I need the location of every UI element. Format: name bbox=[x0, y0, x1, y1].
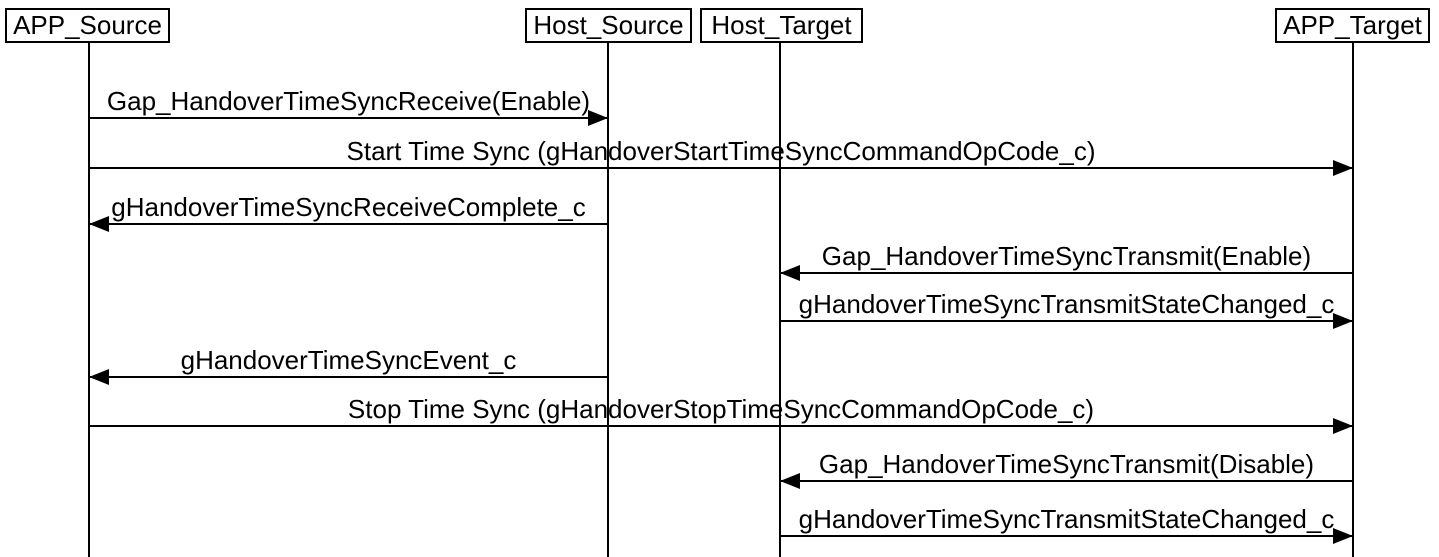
arrowhead-icon bbox=[1333, 418, 1353, 434]
arrowhead-icon bbox=[89, 369, 109, 385]
arrowhead-icon bbox=[780, 265, 800, 281]
message-6-label: gHandoverTimeSyncEvent_c bbox=[180, 345, 517, 375]
arrowhead-icon bbox=[588, 110, 608, 126]
arrowhead-icon bbox=[1333, 160, 1353, 176]
actor-box-host-target: Host_Target bbox=[700, 8, 863, 43]
lifeline-app-source bbox=[88, 43, 90, 557]
message-1-line bbox=[89, 117, 608, 119]
message-3-line bbox=[89, 223, 608, 225]
arrowhead-icon bbox=[89, 216, 109, 232]
message-2-label: Start Time Sync (gHandoverStartTimeSyncC… bbox=[346, 136, 1096, 166]
message-3-label: gHandoverTimeSyncReceiveComplete_c bbox=[111, 192, 586, 222]
actor-box-app-target: APP_Target bbox=[1275, 8, 1430, 43]
lifeline-host-source bbox=[607, 43, 609, 557]
arrowhead-icon bbox=[1333, 528, 1353, 544]
message-1-label: Gap_HandoverTimeSyncReceive(Enable) bbox=[106, 86, 591, 116]
arrowhead-icon bbox=[1333, 313, 1353, 329]
lifeline-app-target bbox=[1352, 43, 1354, 557]
message-6-line bbox=[89, 376, 608, 378]
actor-label-app-source: APP_Source bbox=[13, 10, 162, 40]
message-9-label: gHandoverTimeSyncTransmitStateChanged_c bbox=[798, 504, 1335, 534]
actor-box-host-source: Host_Source bbox=[525, 8, 692, 43]
message-7-label: Stop Time Sync (gHandoverStopTimeSyncCom… bbox=[347, 394, 1095, 424]
message-4-line bbox=[780, 272, 1353, 274]
lifeline-host-target bbox=[779, 43, 781, 557]
message-9-line bbox=[780, 535, 1353, 537]
message-5-label: gHandoverTimeSyncTransmitStateChanged_c bbox=[798, 289, 1335, 319]
message-2-line bbox=[89, 167, 1353, 169]
actor-label-app-target: APP_Target bbox=[1283, 10, 1422, 40]
actor-box-app-source: APP_Source bbox=[5, 8, 170, 43]
message-8-label: Gap_HandoverTimeSyncTransmit(Disable) bbox=[818, 449, 1315, 479]
message-7-line bbox=[89, 425, 1353, 427]
message-4-label: Gap_HandoverTimeSyncTransmit(Enable) bbox=[821, 241, 1312, 271]
arrowhead-icon bbox=[780, 473, 800, 489]
message-8-line bbox=[780, 480, 1353, 482]
message-5-line bbox=[780, 320, 1353, 322]
actor-label-host-target: Host_Target bbox=[711, 10, 852, 40]
actor-label-host-source: Host_Source bbox=[533, 10, 684, 40]
